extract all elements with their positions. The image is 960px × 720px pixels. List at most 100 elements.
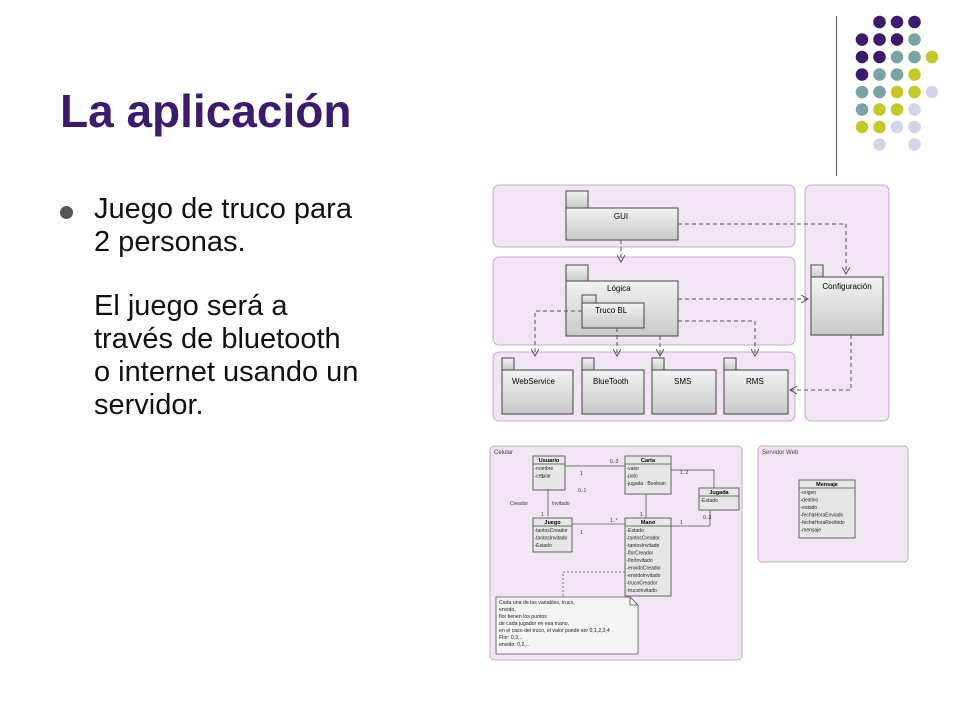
- package-webservice-label: WebService: [512, 377, 556, 386]
- class-carta: Carta-valor-palo-jugada : Boolean: [624, 455, 672, 495]
- class-attribute: -Estado: [535, 543, 552, 549]
- package-bluetooth: [581, 369, 645, 415]
- class-juego: Juego-tantosCreador-tantosInvitado-Estad…: [532, 517, 573, 553]
- class-attribute: -palo: [627, 474, 638, 480]
- decorative-dot: [873, 50, 886, 64]
- package-truco-bl: [581, 302, 645, 329]
- class-name: Jugada: [709, 490, 729, 496]
- decorative-dot: [873, 103, 886, 116]
- role-label: Creador: [510, 501, 528, 507]
- decorative-dot: [890, 103, 904, 116]
- decorative-dot: [908, 33, 921, 46]
- decorative-dot: [890, 50, 904, 64]
- multiplicity-label: 0..1: [578, 488, 587, 494]
- decorative-dot: [855, 103, 869, 116]
- class-name: Usuario: [539, 458, 560, 464]
- package-gui-label: GUI: [614, 212, 628, 221]
- class-attribute: -Estado: [701, 498, 718, 504]
- class-attribute: -tantosInvitado: [535, 536, 568, 542]
- multiplicity-label: 1: [680, 520, 683, 526]
- decorative-dot: [908, 103, 921, 116]
- decorative-dot: [855, 50, 869, 64]
- class-name: Juego: [544, 520, 561, 526]
- package-configuracion: [810, 276, 884, 336]
- bullet-line: 2 personas.: [94, 226, 246, 258]
- decorative-dot: [890, 15, 904, 29]
- multiplicity-label: 1: [541, 474, 544, 480]
- class-attribute: -estado: [801, 505, 818, 511]
- association-line: [671, 469, 715, 488]
- decorative-dot: [855, 120, 869, 134]
- decorative-dot: [925, 85, 939, 99]
- note-link: [562, 571, 625, 598]
- class-usuario: Usuario -nombre -celular: [532, 455, 566, 491]
- multiplicity-label: 1..*: [610, 518, 618, 524]
- multiplicity-label: 1: [580, 471, 583, 477]
- bullet-text: Juego de truco para 2 personas. El juego…: [94, 193, 440, 422]
- package-diagram: GUI Lógica Truco BL Configuración WebSer…: [492, 184, 890, 422]
- note-line: en el caso del truco, el valor puede ser…: [499, 628, 610, 634]
- class-attribute: -trucoCreador: [627, 581, 658, 587]
- note-line: Cada una de las variables, truco,: [499, 600, 575, 606]
- multiplicity-label: 1..2: [680, 470, 689, 476]
- bullet-dot: [60, 206, 73, 219]
- package-rms: [723, 369, 789, 415]
- decorative-dot: [925, 50, 939, 64]
- note-line: de cada jugador en esa mano,: [499, 621, 569, 627]
- decorative-dot: [908, 50, 921, 64]
- class-name: Mano: [641, 520, 656, 526]
- bullet-line: Juego de truco para: [94, 193, 352, 225]
- decorative-dot: [873, 68, 886, 81]
- dependency-arrow: [678, 223, 846, 274]
- package-truco-bl-label: Truco BL: [595, 306, 628, 315]
- class-attribute: -fechaHoraEnviado: [801, 513, 844, 519]
- decorative-dot: [873, 85, 886, 99]
- slide-title: La aplicación: [60, 85, 352, 137]
- package-gui: [565, 207, 679, 241]
- class-attribute: -florInvitado: [627, 558, 653, 564]
- class-attribute: -tantosInvitado: [627, 543, 660, 549]
- class-attribute: -Estado: [627, 528, 644, 534]
- package-configuracion-label: Configuración: [822, 282, 871, 291]
- class-attribute: -trucoInvitado: [627, 588, 658, 594]
- class-attribute: -envidoInvitado: [627, 573, 661, 579]
- multiplicity-label: 0..3: [703, 515, 712, 521]
- class-attribute: -tantosCreador: [627, 536, 661, 542]
- decorative-dot: [873, 138, 886, 151]
- note-line: flor tienen los puntos: [499, 614, 547, 620]
- package-rms-label: RMS: [746, 377, 764, 386]
- package-bluetooth-label: BlueTooth: [593, 377, 629, 386]
- decorative-dot: [890, 120, 904, 134]
- class-attribute: -jugada : Boolean: [627, 481, 666, 487]
- class-attribute: -fechaHoraRecibido: [801, 520, 845, 526]
- note-line: envido,: [499, 607, 516, 613]
- class-attribute: -nombre: [535, 466, 554, 472]
- package-logica-label: Lógica: [607, 284, 631, 293]
- class-attribute: -origen: [801, 490, 817, 496]
- class-name: Mensaje: [816, 482, 838, 488]
- multiplicity-label: 1: [541, 512, 544, 518]
- class-mensaje: Mensaje -origen -destino-estado -fechaHoraE…: [798, 479, 856, 539]
- multiplicity-label: 1: [640, 512, 643, 518]
- bullet-line: o internet usando un: [94, 356, 359, 388]
- decorative-dot: [908, 120, 921, 134]
- class-attribute: -mensaje: [801, 528, 822, 534]
- class-attribute: -destino: [801, 498, 819, 504]
- decorative-vertical-line: [836, 16, 837, 176]
- package-sms: [651, 369, 717, 415]
- decorative-dot: [890, 33, 904, 46]
- decorative-dot: [855, 85, 869, 99]
- note-line: envido: 0,2,...: [499, 642, 530, 648]
- class-name: Carta: [641, 458, 656, 464]
- bullet-line: El juego será a: [94, 290, 288, 322]
- class-jugada: Jugada -Estado: [698, 487, 740, 511]
- decorative-dot: [890, 68, 904, 81]
- decorative-dot: [873, 33, 886, 46]
- bullet-list: Juego de truco para 2 personas. El juego…: [60, 193, 440, 422]
- decorative-dot: [855, 33, 869, 46]
- multiplicity-label: 0..3: [610, 459, 619, 465]
- decorative-dot: [855, 68, 869, 81]
- bullet-line: servidor.: [94, 389, 204, 421]
- class-attribute: -celular: [535, 474, 552, 480]
